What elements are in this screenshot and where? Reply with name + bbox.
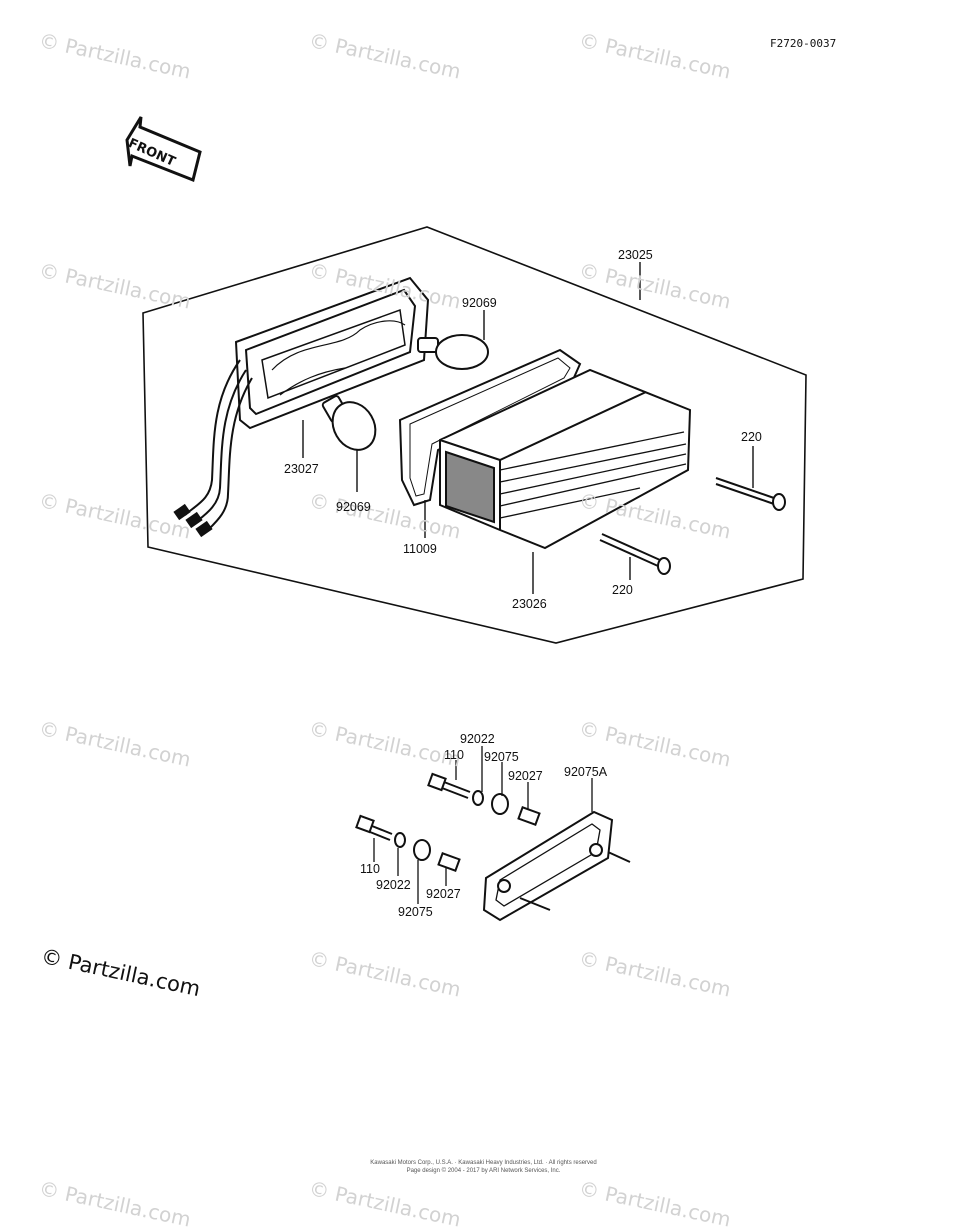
grommet-lower-icon [413, 839, 431, 861]
label-23027: 23027 [284, 462, 319, 476]
label-220-lower: 220 [612, 583, 633, 597]
footer-page-design: Page design © 2004 - 2017 by ARI Network… [406, 1168, 561, 1174]
collar-upper-icon [517, 806, 541, 826]
label-92022-upper: 92022 [460, 732, 495, 746]
washer-lower-icon [394, 832, 406, 848]
label-92022-lower: 92022 [376, 878, 411, 892]
assembly-boundary [142, 226, 807, 644]
label-23026: 23026 [512, 597, 547, 611]
label-92075-lower: 92075 [398, 905, 433, 919]
collar-lower-icon [437, 852, 461, 872]
screw-upper-icon [715, 477, 786, 511]
gasket-part [398, 348, 582, 507]
leader-lines-lower [373, 746, 593, 904]
bolt-upper-icon [427, 772, 471, 799]
footer-copyright: Kawasaki Motors Corp., U.S.A. · Kawasaki… [370, 1160, 597, 1166]
screw-lower-icon [599, 533, 671, 575]
label-92075-upper: 92075 [484, 750, 519, 764]
bulb-lower-icon [321, 395, 377, 451]
label-23025: 23025 [618, 248, 653, 262]
bracket-part [482, 810, 631, 922]
label-92075A: 92075A [564, 765, 608, 779]
label-110-upper: 110 [444, 748, 464, 762]
label-92069-upper: 92069 [462, 296, 497, 310]
label-92027-lower: 92027 [426, 887, 461, 901]
bolt-lower-icon [355, 814, 393, 841]
label-110-lower: 110 [360, 862, 380, 876]
bulb-upper-icon [417, 334, 489, 370]
lens-base-part [234, 276, 430, 430]
washer-upper-icon [472, 790, 484, 806]
wire-harness [173, 359, 253, 538]
lens-cover-part [439, 368, 692, 550]
label-220-upper: 220 [741, 430, 762, 444]
diagram-code: F2720-0037 [770, 37, 837, 50]
label-11009: 11009 [403, 542, 437, 556]
label-92027-upper: 92027 [508, 769, 543, 783]
grommet-upper-icon [491, 793, 509, 815]
leader-lines-upper [302, 262, 754, 594]
front-arrow-icon [125, 116, 202, 183]
label-92069-lower: 92069 [336, 500, 371, 514]
parts-diagram [125, 116, 807, 922]
